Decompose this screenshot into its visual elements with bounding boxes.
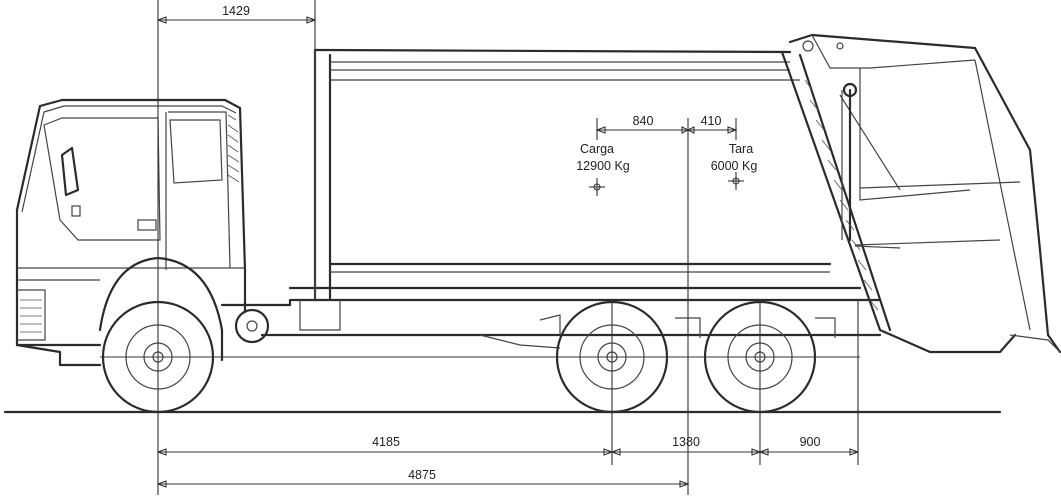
rear-compactor: [780, 33, 1061, 354]
dim-rear-overhang: 900: [800, 435, 821, 449]
load-value: 12900 Kg: [576, 159, 630, 173]
chassis: [220, 298, 882, 349]
tare-center-marker: [728, 172, 744, 190]
dim-to-rear-axle: 4875: [408, 468, 436, 482]
dim-front-overhang: 1429: [222, 4, 250, 18]
truck-cab: [15, 98, 270, 367]
dim-wheelbase-front: 4185: [372, 435, 400, 449]
dim-tare-offset: 410: [701, 114, 722, 128]
load-label: Carga: [580, 142, 614, 156]
refuse-body: [288, 48, 862, 302]
dimension-lines: [156, 16, 860, 488]
load-center-marker: [589, 178, 605, 196]
dim-tandem: 1380: [672, 435, 700, 449]
reference-lines: [100, 0, 860, 495]
dim-load-offset: 840: [633, 114, 654, 128]
tare-value: 6000 Kg: [711, 159, 758, 173]
tare-label: Tara: [729, 142, 753, 156]
